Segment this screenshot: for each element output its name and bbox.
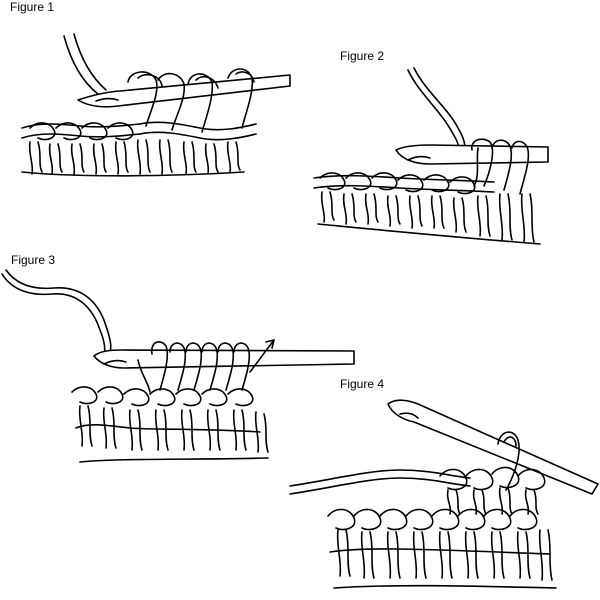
figure-4-fabric-rows bbox=[327, 466, 557, 589]
figure-4-caption: Figure 4 bbox=[340, 377, 385, 391]
figure-4-hook-icon bbox=[387, 399, 599, 495]
figure-4-yarn-strand bbox=[289, 469, 471, 495]
figure-1-illustration bbox=[21, 33, 291, 177]
figure-1-caption: Figure 1 bbox=[10, 0, 55, 14]
figure-2-illustration bbox=[313, 67, 549, 245]
figure-3-caption: Figure 3 bbox=[11, 253, 56, 267]
figure-2-hook-icon bbox=[395, 144, 549, 165]
figure-2-stitch-row bbox=[317, 191, 541, 245]
figure-2-foundation-chain bbox=[313, 172, 495, 195]
figure-3-fabric-rows bbox=[71, 386, 269, 463]
figure-1-yarn-strand bbox=[63, 33, 107, 95]
figure-3-yarn-strand bbox=[1, 269, 112, 355]
figure-3-hook-icon bbox=[93, 349, 355, 369]
figure-2-yarn-strand bbox=[407, 67, 466, 151]
figure-3-direction-arrow-icon bbox=[249, 339, 275, 373]
figure-4-loop-on-hook bbox=[497, 431, 520, 491]
figure-1-stitch-row bbox=[21, 139, 245, 177]
figure-2-loops-on-hook bbox=[471, 138, 530, 195]
figure-2-caption: Figure 2 bbox=[340, 49, 385, 63]
figure-3-illustration bbox=[1, 269, 355, 463]
figure-4-illustration bbox=[289, 399, 599, 589]
figure-1-loops-on-hook bbox=[127, 68, 255, 133]
figure-1-foundation-chain bbox=[21, 121, 257, 141]
figure-3-loops-on-hook bbox=[137, 341, 251, 393]
